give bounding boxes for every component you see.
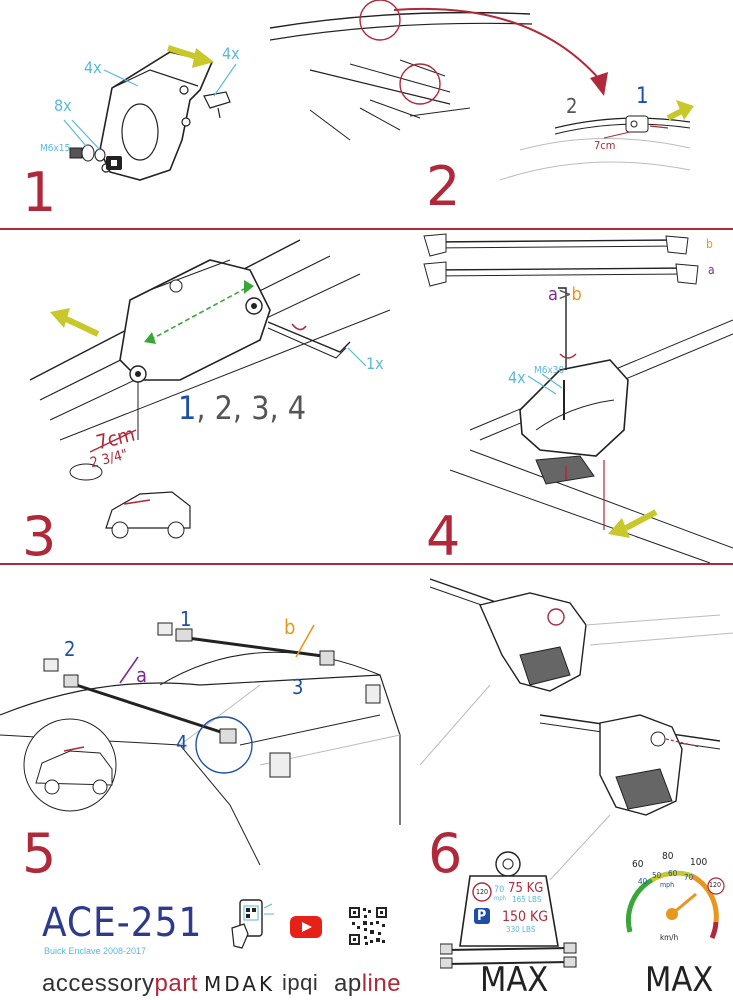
compare-a: a [548,284,558,305]
car-roof-bars-illustration [0,622,401,866]
qr-code-icon[interactable] [348,906,388,946]
bar-a-label: a [136,663,148,687]
panel-step-6: 6 [410,565,733,880]
speed-tick-100: 100 [690,857,708,868]
model-number: ACE-251 [42,900,203,946]
weight-tag: 120 70 mph 75 KG 165 LBS P 150 KG 330 LB… [440,850,560,950]
bars-small-illustration [440,942,577,969]
mph-unit: mph [660,881,675,889]
vehicle-name: Buick Enclave 2008-2017 [44,946,147,956]
bar-a-label: a [708,263,715,277]
sequence-first: 1 [178,389,197,427]
speed-unit: mph [494,895,507,902]
phone-scan-icon [228,898,278,950]
divider-top [0,228,733,230]
compare-label: a>b [548,286,582,304]
brand-apline: apline [334,970,401,998]
brand-mdak: MDAK [204,972,276,996]
compare-gt: > [557,284,572,305]
brand-accessory-text: accessory [42,970,155,997]
qty-clip-label: 4x [222,44,240,63]
step-number-6: 6 [428,822,463,881]
step-number-5: 5 [22,822,57,881]
max-speed-label: MAX [645,960,714,1000]
step-number-2: 2 [426,155,461,218]
step-number-4: 4 [426,505,461,564]
panel-step-2: 2 1 7cm 2 [270,0,733,228]
divider-middle [0,563,733,565]
load-driving-kg: 75 KG [508,881,544,896]
bolt-size-label: M6x15 [40,143,71,154]
roof-rail-illustration [270,0,694,181]
foot-tightening-illustration [29,239,391,539]
brand-line-text: line [361,970,402,997]
panel-step-3: 7cm 2 3/4" 1, 2, 3, 4 1x 3 [0,230,410,563]
speed-tick-60: 60 [632,859,644,870]
load-parking-kg: 150 KG [502,909,549,925]
speedometer: 60 80 100 40 50 60 70 mph 120 km/h [612,852,730,952]
rail-label-1: 1 [636,84,649,109]
position-2-label: 2 [64,637,76,661]
tool-qty-label: 1x [366,354,384,373]
mph-tick-40: 40 [638,877,648,886]
load-driving-lbs: 165 LBS [512,895,542,904]
qty-bracket-label: 4x [84,58,102,77]
brand-ap-text: ap [334,970,362,997]
position-4-label: 4 [176,731,188,755]
panel-step-5: 1 2 3 4 a b 5 [0,565,410,880]
mph-tick-60: 60 [668,869,678,878]
brand-part-text: part [154,970,198,997]
brand-accessorypart: accessorypart [42,970,198,998]
qty-bolt-label: 8x [54,96,72,115]
compare-b: b [571,284,582,305]
cover-bolt-illustration [423,233,733,563]
bolt-size-label: M6x30 [534,365,565,376]
mph-tick-70: 70 [684,873,694,882]
speed-mph-value: 70 [494,885,505,895]
kmh-unit: km/h [660,933,679,942]
position-1-label: 1 [180,607,192,631]
distance-label: 7cm [594,139,616,152]
tighten-sequence-label: 1, 2, 3, 4 [178,392,306,424]
panel-step-1: 4x 4x 8x M6x15 1 [0,0,270,228]
step-number-1: 1 [22,161,57,224]
brand-ipqi: ipqi [282,970,319,995]
max-speed-badge: 120 [709,881,722,889]
sequence-rest: , 2, 3, 4 [196,389,307,427]
panel-step-4: b a a>b 4x M6x30 4 [410,230,733,563]
step-number-3: 3 [22,505,57,564]
foot-covers-illustration [419,578,733,880]
speed-limit-sign: 120 [476,888,489,896]
youtube-icon[interactable] [290,916,322,938]
rail-label-2: 2 [566,94,578,118]
mph-tick-50: 50 [652,871,662,880]
max-weight-label: MAX [480,960,549,1000]
bar-b-label: b [284,615,296,639]
qty-label: 4x [508,368,526,387]
bracket-illustration [63,45,237,181]
position-3-label: 3 [292,675,304,699]
speed-tick-80: 80 [662,851,674,862]
load-parking-lbs: 330 LBS [506,925,536,934]
bar-b-label: b [706,237,713,251]
parking-icon: P [477,908,487,924]
